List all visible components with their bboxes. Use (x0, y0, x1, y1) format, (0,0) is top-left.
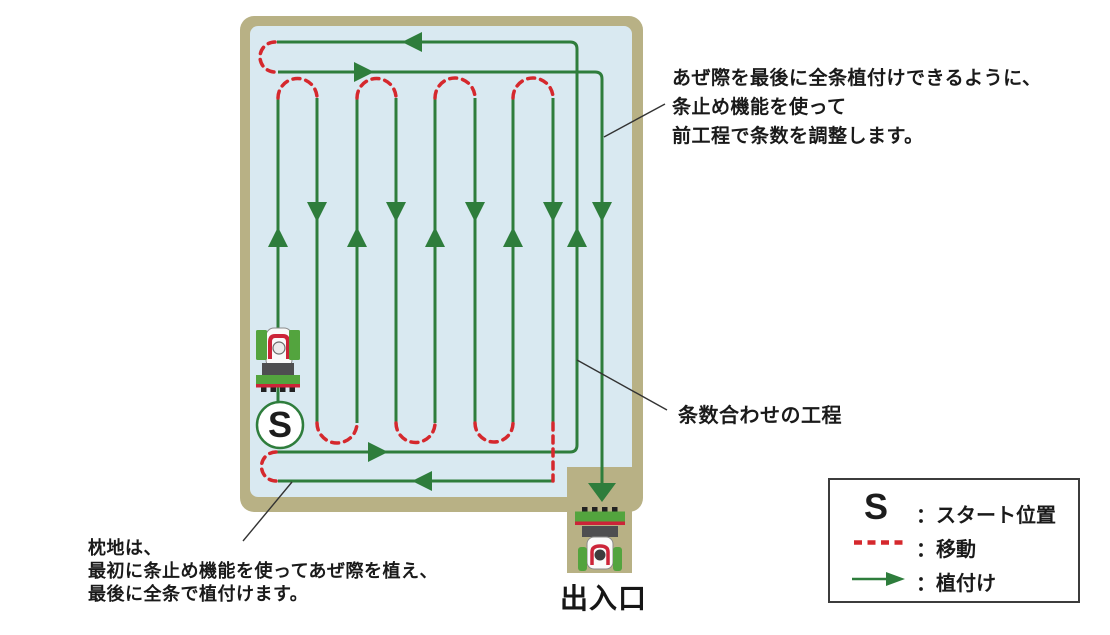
annotation-top-line-2: 条止め機能を使って (672, 97, 847, 118)
legend-start-symbol: S (863, 486, 888, 527)
leader-mid-right (576, 359, 668, 411)
annotation-bottom-line-3: 最後に全条で植付けます。 (88, 584, 309, 604)
planting-arrows (268, 32, 616, 502)
paddy-field (240, 16, 643, 573)
exit-label: 出入口 (559, 583, 647, 614)
movement-paths (258, 40, 555, 483)
start-marker-label: S (267, 404, 292, 445)
annotation-headland: 枕地は、 最初に条止め機能を使ってあぜ際を植え、 最後に全条で植付けます。 (88, 537, 438, 606)
planting-arrow-symbol (852, 572, 905, 586)
annotation-top-line-3: 前工程で条数を調整します。 (672, 126, 924, 147)
transplanter-start-icon (256, 327, 300, 392)
annotation-row-adjustment: 条数合わせの工程 (678, 405, 842, 427)
transplanter-exit-icon (575, 507, 625, 571)
legend-start-label: ：スタート位置 (916, 505, 1056, 527)
movement-dash-symbol (854, 540, 904, 545)
annotation-top-line-1: あぜ際を最後に全条植付けできるように、 (672, 68, 1042, 89)
field-interior (250, 26, 632, 497)
annotation-bottom-line-1: 枕地は、 (88, 538, 162, 558)
legend-planting-label: ：植付け (916, 573, 996, 595)
annotation-top-right: あぜ際を最後に全条植付けできるように、 条止め機能を使って 前工程で条数を調整し… (672, 64, 1042, 151)
leader-lines (242, 103, 668, 542)
leader-bottom-left (242, 481, 293, 542)
planting-paths (275, 40, 604, 484)
leader-top-right (603, 103, 666, 138)
legend-movement-label: ：移動 (916, 539, 976, 561)
start-marker-circle (255, 400, 305, 450)
annotation-bottom-line-2: 最初に条止め機能を使ってあぜ際を植え、 (88, 561, 439, 581)
legend-box: S ：スタート位置 ：移動 ：植付け (828, 478, 1080, 603)
